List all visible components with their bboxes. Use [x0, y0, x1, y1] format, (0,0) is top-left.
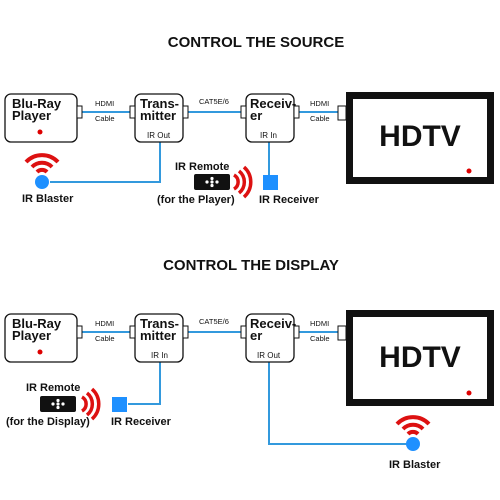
device-label: mitter	[140, 328, 176, 343]
ir-receiver: IR Receiver	[259, 175, 320, 206]
ir-receiver-label: IR Receiver	[111, 416, 172, 428]
section-title: CONTROL THE DISPLAY	[163, 257, 339, 274]
section-title: CONTROL THE SOURCE	[168, 34, 344, 51]
cable-label: CAT5E/6	[199, 97, 229, 106]
remote-label: (for the Display)	[6, 416, 90, 428]
ir-blaster-label: IR Blaster	[389, 459, 441, 471]
section-control-display: CONTROL THE DISPLAY Blu-Ray Player HDMI …	[4, 257, 494, 471]
ir-blaster: IR Blaster	[22, 153, 74, 205]
cable-label: CAT5E/6	[199, 317, 229, 326]
ir-signal-icon	[35, 167, 49, 174]
ir-signal-icon	[80, 395, 88, 413]
ir-signal-icon	[30, 160, 54, 169]
ir-signal-icon	[24, 153, 60, 164]
ir-emitter	[35, 175, 49, 189]
transmitter: Trans- mitter IR In	[129, 313, 189, 363]
port-label: IR In	[260, 131, 277, 140]
ir-signal-icon	[401, 422, 425, 431]
ir-in-wire	[128, 362, 161, 405]
tv-label: HDTV	[379, 341, 461, 374]
device-label: mitter	[140, 108, 176, 123]
cable-label: HDMI	[310, 319, 329, 328]
bluray-player: Blu-Ray Player	[4, 313, 83, 363]
receiver: Receiv- er IR In	[240, 93, 300, 143]
section-control-source: CONTROL THE SOURCE Blu-Ray Player HDMI C…	[4, 34, 494, 206]
ir-signal-icon	[406, 429, 420, 436]
cable-label: Cable	[310, 114, 330, 123]
device-label: Player	[12, 328, 51, 343]
ir-signal-icon	[90, 387, 101, 421]
transmitter: Trans- mitter IR Out	[129, 93, 189, 143]
ir-sensor	[112, 397, 127, 412]
device-label: Blu-Ray	[12, 96, 62, 111]
ir-blaster-label: IR Blaster	[22, 193, 74, 205]
ir-signal-icon	[242, 165, 253, 199]
device-label: Receiv-	[250, 96, 296, 111]
cable-label: Cable	[95, 114, 115, 123]
port-label: IR Out	[147, 131, 171, 140]
ir-emitter	[406, 437, 420, 451]
hdtv: HDTV	[337, 92, 494, 184]
remote-label: IR Remote	[26, 382, 80, 394]
remote-label: IR Remote	[175, 161, 229, 173]
port-label: IR Out	[257, 351, 281, 360]
device-label: er	[250, 328, 262, 343]
cable-label: HDMI	[95, 319, 114, 328]
ir-receiver-label: IR Receiver	[259, 194, 320, 206]
bluray-player: Blu-Ray Player	[4, 93, 83, 143]
device-label: er	[250, 108, 262, 123]
ir-receiver: IR Receiver	[111, 397, 172, 428]
cable-label: Cable	[310, 334, 330, 343]
ir-signal-icon	[237, 169, 247, 195]
power-led	[466, 390, 472, 396]
ir-remote: IR Remote (for the Display)	[6, 382, 101, 428]
power-led	[37, 129, 43, 135]
cable-label: HDMI	[310, 99, 329, 108]
cable-label: Cable	[95, 334, 115, 343]
device-label: Player	[12, 108, 51, 123]
ir-signal-icon	[85, 391, 95, 417]
cable-label: HDMI	[95, 99, 114, 108]
device-label: Trans-	[140, 96, 179, 111]
power-led	[37, 349, 43, 355]
ir-out-wire	[268, 362, 413, 445]
receiver: Receiv- er IR Out	[240, 313, 300, 363]
device-label: Blu-Ray	[12, 316, 62, 331]
remote-label: (for the Player)	[157, 194, 235, 206]
power-led	[466, 168, 472, 174]
tv-label: HDTV	[379, 120, 461, 153]
ir-blaster: IR Blaster	[389, 415, 441, 471]
ir-signal-icon	[232, 173, 240, 191]
device-label: Receiv-	[250, 316, 296, 331]
ir-out-wire	[50, 142, 161, 183]
device-label: Trans-	[140, 316, 179, 331]
port-label: IR In	[151, 351, 168, 360]
ir-sensor	[263, 175, 278, 190]
ir-remote: IR Remote (for the Player)	[157, 161, 253, 206]
hdtv: HDTV	[337, 310, 494, 406]
ir-signal-icon	[395, 415, 431, 426]
